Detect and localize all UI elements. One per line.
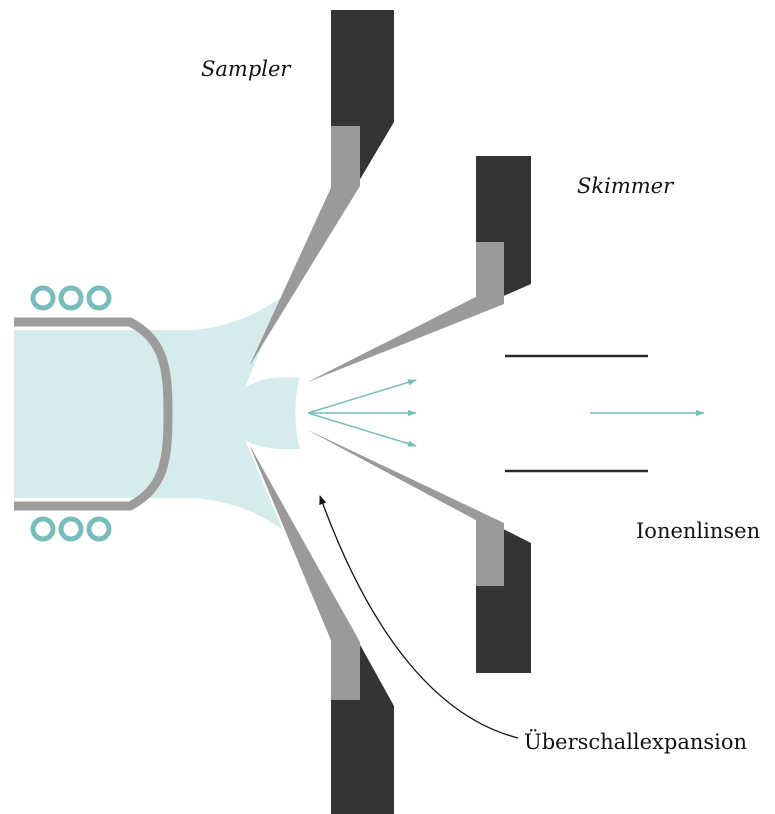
- coil-upper-2: [58, 285, 84, 311]
- coil-upper-1: [30, 285, 56, 311]
- sampler-label: Sampler: [201, 57, 292, 81]
- induction-coil: [30, 285, 112, 542]
- coil-lower-2: [58, 516, 84, 542]
- skimmer-cone: [308, 156, 531, 673]
- coil-lower-1: [30, 516, 56, 542]
- sampler-cone: [250, 10, 394, 814]
- ion-lenses: [505, 354, 648, 473]
- skimmer-cone-upper-inner: [308, 242, 504, 382]
- ion-arrow-down: [307, 412, 417, 447]
- plasma: [14, 297, 300, 530]
- torch-tube: [14, 317, 173, 511]
- ion-arrow-up: [307, 379, 417, 414]
- ion-beam-arrows: [307, 379, 705, 447]
- supersonic-expansion-pointer: [319, 495, 519, 739]
- skimmer-cone-lower-inner: [308, 430, 504, 586]
- sampler-cone-lower-outer: [250, 446, 394, 814]
- sampler-cone-upper-inner: [250, 126, 360, 365]
- sampler-cone-upper-outer: [250, 10, 394, 365]
- supersonic-expansion-label: Überschallexpansion: [524, 729, 747, 754]
- torch-tube-lower: [14, 413, 173, 511]
- skimmer-label: Skimmer: [577, 174, 675, 198]
- plasma-body: [14, 297, 300, 530]
- torch-tube-upper: [14, 317, 173, 415]
- coil-upper-3: [86, 285, 112, 311]
- sampler-cone-lower-inner: [250, 446, 360, 700]
- ion-lenses-label: Ionenlinsen: [636, 519, 760, 543]
- coil-lower-3: [86, 516, 112, 542]
